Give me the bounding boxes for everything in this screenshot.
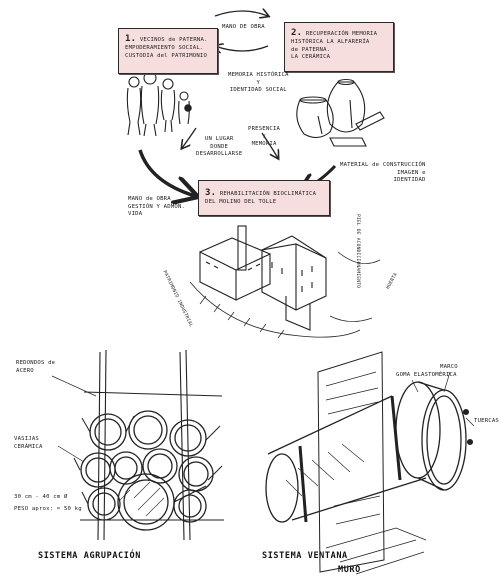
label-mano-de-obra: MANO DE OBRA (222, 24, 265, 30)
title-sistema-agrupacion: SISTEMA AGRUPACIÓN (38, 551, 141, 561)
label-redondos: REDONDOS de ACERO (16, 360, 56, 374)
label-marco: MARCO (440, 364, 458, 370)
box-vecinos: 1. VECINOS de PATERNA. EMPODERAMIENTO SO… (118, 28, 218, 74)
box-vecinos-number: 1. (125, 34, 137, 44)
box-vecinos-label: VECINOS de PATERNA. EMPODERAMIENTO SOCIA… (125, 37, 208, 59)
label-piel: PIEL DE ACONDICIONAMIENTO (355, 214, 360, 289)
label-memoria-identidad: MEMORIA HISTÓRICA Y IDENTIDAD SOCIAL (228, 72, 289, 94)
label-dimensiones: 30 cm - 40 cm Ø (14, 494, 68, 500)
label-un-lugar: UN LUGAR DONDE DESARROLLARSE (196, 136, 243, 158)
box-memoria-label: RECUPERACIÓN MEMORIA HISTÓRICA LA ALFARE… (291, 31, 378, 61)
window-system-sketch (265, 351, 474, 575)
mill-building-sketch (189, 225, 381, 339)
people-sketch (126, 71, 192, 137)
label-vasijas: VASIJAS CERÁMICA (14, 436, 43, 450)
box-rehabilitacion-label: REHABILITACIÓN BIOCLIMÁTICA DEL MOLINO D… (205, 191, 317, 206)
leader-lines (51, 371, 475, 463)
box-memoria-number: 2. (291, 28, 303, 38)
box-memoria-text: 2. RECUPERACIÓN MEMORIA HISTÓRICA LA ALF… (291, 27, 387, 62)
label-peso: PESO aprox: ≈ 50 kg (14, 506, 82, 512)
box-rehabilitacion-number: 3. (205, 188, 217, 198)
label-goma: GOMA ELASTOMÉRICA (396, 372, 457, 378)
box-rehabilitacion: 3. REHABILITACIÓN BIOCLIMÁTICA DEL MOLIN… (198, 180, 330, 216)
label-tuercas: TUERCAS (474, 418, 499, 424)
ceramic-vessels-sketch (296, 78, 385, 147)
label-presencia: PRESENCIA Y MEMORIA (248, 126, 281, 148)
box-memoria: 2. RECUPERACIÓN MEMORIA HISTÓRICA LA ALF… (284, 22, 394, 72)
title-sistema-ventana: SISTEMA VENTANA (262, 551, 348, 561)
vessel-cluster-sketch (73, 349, 224, 541)
box-rehabilitacion-text: 3. REHABILITACIÓN BIOCLIMÁTICA DEL MOLIN… (205, 187, 323, 207)
label-muro: MURO (338, 565, 361, 575)
box-vecinos-text: 1. VECINOS de PATERNA. EMPODERAMIENTO SO… (125, 33, 211, 60)
label-material: MATERIAL de CONSTRUCCIÓN IMAGEN e IDENTI… (340, 162, 426, 184)
label-mano-gestion: MANO de OBRA GESTIÓN Y ADMÓN. VIDA (128, 196, 186, 218)
